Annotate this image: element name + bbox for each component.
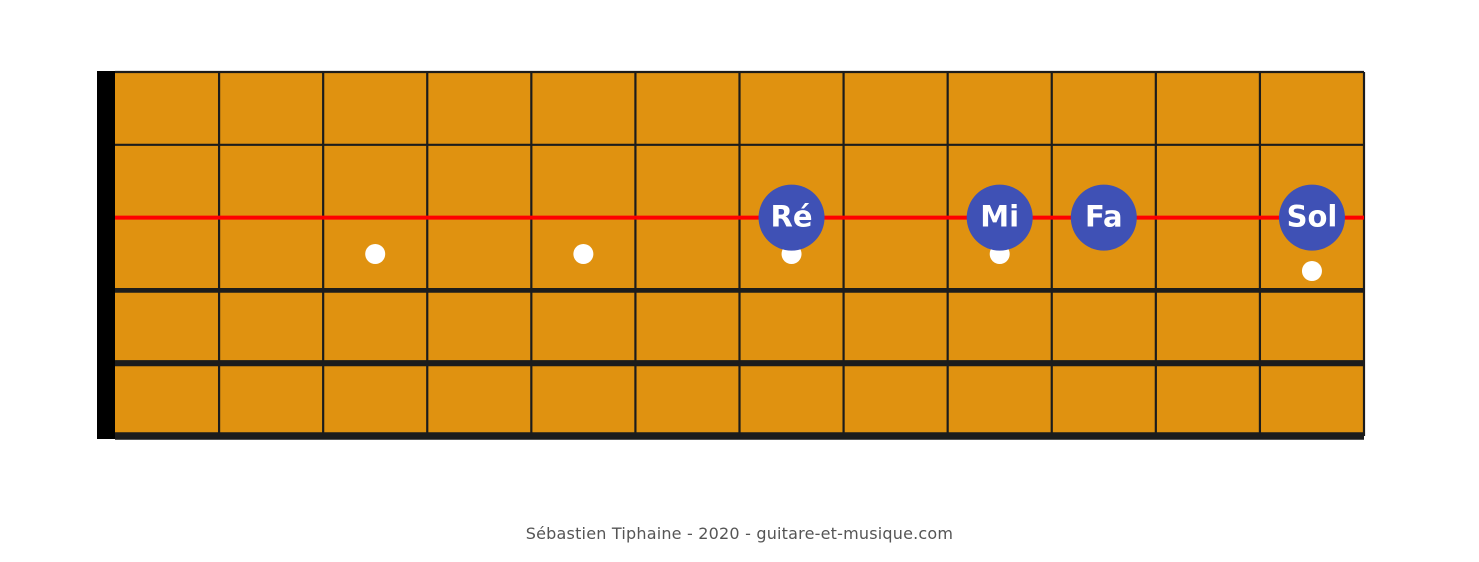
note-circle <box>758 184 825 251</box>
credit-text: Sébastien Tiphaine - 2020 - guitare-et-m… <box>525 524 954 543</box>
note-circle <box>1070 184 1137 251</box>
inlay-dot-fret-12-bottom <box>1301 261 1322 281</box>
note-circle <box>966 184 1033 251</box>
nut <box>97 71 115 439</box>
note-label: Mi <box>980 200 1019 234</box>
note-circle <box>1278 184 1345 251</box>
note-label: Fa <box>1085 200 1123 234</box>
note-label: Sol <box>1287 200 1338 234</box>
inlay-dot-fret-3 <box>365 244 386 264</box>
note-label: Ré <box>771 200 813 234</box>
note-marker-4: Sol <box>1278 184 1345 251</box>
note-marker-3: Fa <box>1070 184 1137 251</box>
inlay-dot-fret-5 <box>573 244 594 264</box>
note-marker-1: Ré <box>758 184 825 251</box>
note-marker-2: Mi <box>966 184 1033 251</box>
